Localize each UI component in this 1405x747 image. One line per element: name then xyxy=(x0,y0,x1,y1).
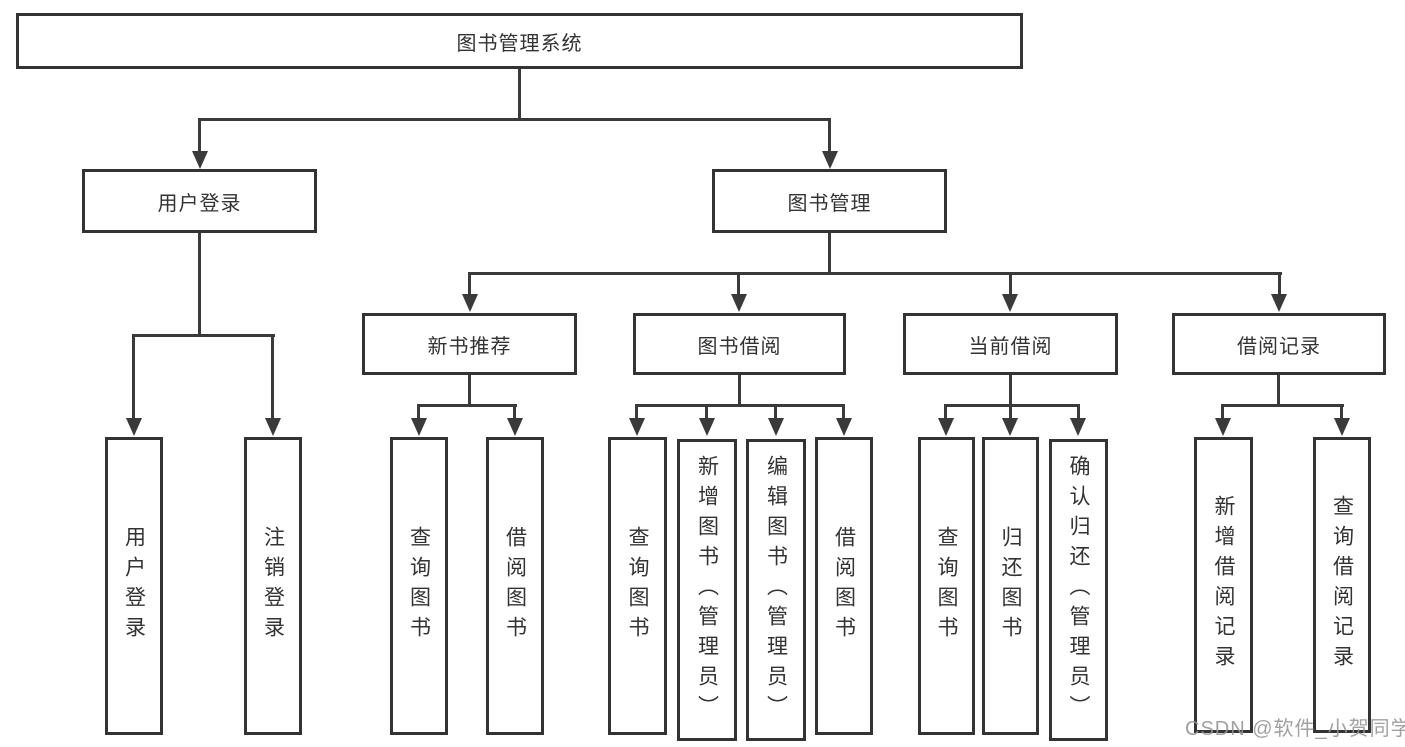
connector-recommend-crossbar xyxy=(417,404,517,407)
connector-bookmgmt-crossbar xyxy=(468,272,1282,275)
node-label: 图书借阅 xyxy=(697,335,782,358)
leaf-label: 编辑图书（管理员） xyxy=(764,455,788,725)
connector-arrow-shaft xyxy=(944,404,947,420)
node-book-borrow: 图书借阅 xyxy=(633,313,846,375)
leaf-label: 借阅图书 xyxy=(503,526,527,646)
connector-current-stem xyxy=(1009,375,1012,406)
arrow-down-icon xyxy=(822,151,838,169)
connector-arrow-shaft xyxy=(1077,404,1080,420)
connector-arrow-shaft xyxy=(417,404,420,420)
leaf-add-borrow-record: 新增借阅记录 xyxy=(1194,437,1253,733)
leaf-recommend-borrow-book: 借阅图书 xyxy=(486,437,544,735)
leaf-user-login: 用户登录 xyxy=(105,437,163,735)
connector-record-crossbar xyxy=(1221,404,1344,407)
arrow-down-icon xyxy=(126,418,142,436)
arrow-down-icon xyxy=(1002,294,1018,312)
connector-arrow-shaft xyxy=(271,334,274,420)
connector-arrow-shaft xyxy=(842,404,845,420)
arrow-down-icon xyxy=(629,418,645,436)
node-label: 用户登录 xyxy=(157,192,242,215)
node-user-login: 用户登录 xyxy=(82,169,317,233)
node-label: 图书管理 xyxy=(787,192,872,215)
leaf-label: 查询借阅记录 xyxy=(1330,495,1354,675)
arrow-down-icon xyxy=(1271,294,1287,312)
arrow-down-icon xyxy=(1334,418,1350,436)
leaf-label: 注销登录 xyxy=(261,526,285,646)
arrow-down-icon xyxy=(411,418,427,436)
leaf-label: 借阅图书 xyxy=(832,526,856,646)
leaf-recommend-query-book: 查询图书 xyxy=(390,437,448,735)
connector-arrow-shaft xyxy=(828,118,831,152)
node-current-borrow: 当前借阅 xyxy=(903,313,1118,375)
connector-arrow-shaft xyxy=(1340,404,1343,420)
connector-arrow-shaft xyxy=(198,118,201,152)
leaf-label: 确认归还（管理员） xyxy=(1067,455,1090,725)
arrow-down-icon xyxy=(507,418,523,436)
leaf-label: 查询图书 xyxy=(626,526,649,646)
leaf-label: 查询图书 xyxy=(407,526,431,646)
connector-arrow-shaft xyxy=(1009,272,1012,296)
arrow-down-icon xyxy=(836,418,852,436)
arrow-down-icon xyxy=(938,418,954,436)
arrow-down-icon xyxy=(462,294,478,312)
leaf-return-book: 归还图书 xyxy=(982,437,1039,735)
connector-borrow-crossbar xyxy=(635,404,845,407)
connector-arrow-shaft xyxy=(1221,404,1224,420)
arrow-down-icon xyxy=(192,151,208,169)
leaf-label: 归还图书 xyxy=(999,526,1022,646)
arrow-down-icon xyxy=(731,294,747,312)
leaf-current-query-book: 查询图书 xyxy=(918,437,975,735)
connector-userlogin-crossbar xyxy=(132,334,275,337)
connector-root-crossbar xyxy=(198,118,831,121)
node-new-book-recommend: 新书推荐 xyxy=(362,313,577,375)
connector-arrow-shaft xyxy=(1278,272,1281,296)
arrow-down-icon xyxy=(699,418,715,436)
node-book-management: 图书管理 xyxy=(712,169,947,233)
connector-arrow-shaft xyxy=(1009,404,1012,420)
connector-arrow-shaft xyxy=(774,404,777,420)
arrow-down-icon xyxy=(265,418,281,436)
leaf-label: 查询图书 xyxy=(935,526,958,646)
leaf-label: 新增借阅记录 xyxy=(1212,495,1235,675)
leaf-add-book-admin: 新增图书（管理员） xyxy=(677,439,737,741)
csdn-watermark: CSDN @软件_小贺同学 xyxy=(1185,718,1405,740)
leaf-label: 新增图书（管理员） xyxy=(695,455,719,725)
connector-arrow-shaft xyxy=(705,404,708,420)
connector-arrow-shaft xyxy=(513,404,516,420)
node-borrow-record: 借阅记录 xyxy=(1172,313,1386,375)
connector-arrow-shaft xyxy=(468,272,471,296)
arrow-down-icon xyxy=(768,418,784,436)
leaf-label: 用户登录 xyxy=(122,526,146,646)
node-label: 借阅记录 xyxy=(1237,335,1321,358)
connector-record-stem xyxy=(1277,375,1280,406)
connector-root-stem xyxy=(518,69,521,120)
arrow-down-icon xyxy=(1002,418,1018,436)
leaf-query-borrow-record: 查询借阅记录 xyxy=(1313,437,1371,733)
leaf-borrow-book: 借阅图书 xyxy=(815,437,873,735)
node-root-system: 图书管理系统 xyxy=(16,13,1023,69)
connector-arrow-shaft xyxy=(132,334,135,420)
connector-recommend-stem xyxy=(468,375,471,406)
connector-arrow-shaft xyxy=(635,404,638,420)
node-root-label: 图书管理系统 xyxy=(456,32,583,55)
connector-borrow-stem xyxy=(738,375,741,406)
connector-bookmgmt-stem xyxy=(828,233,831,275)
leaf-edit-book-admin: 编辑图书（管理员） xyxy=(746,439,806,741)
arrow-down-icon xyxy=(1215,418,1231,436)
leaf-borrow-query-book: 查询图书 xyxy=(608,437,667,735)
leaf-confirm-return-admin: 确认归还（管理员） xyxy=(1049,439,1108,741)
node-label: 当前借阅 xyxy=(968,335,1053,358)
leaf-logout: 注销登录 xyxy=(244,437,302,735)
connector-arrow-shaft xyxy=(737,272,740,296)
arrow-down-icon xyxy=(1070,418,1086,436)
node-label: 新书推荐 xyxy=(427,335,512,358)
connector-userlogin-stem xyxy=(198,233,201,337)
connector-current-crossbar xyxy=(944,404,1080,407)
